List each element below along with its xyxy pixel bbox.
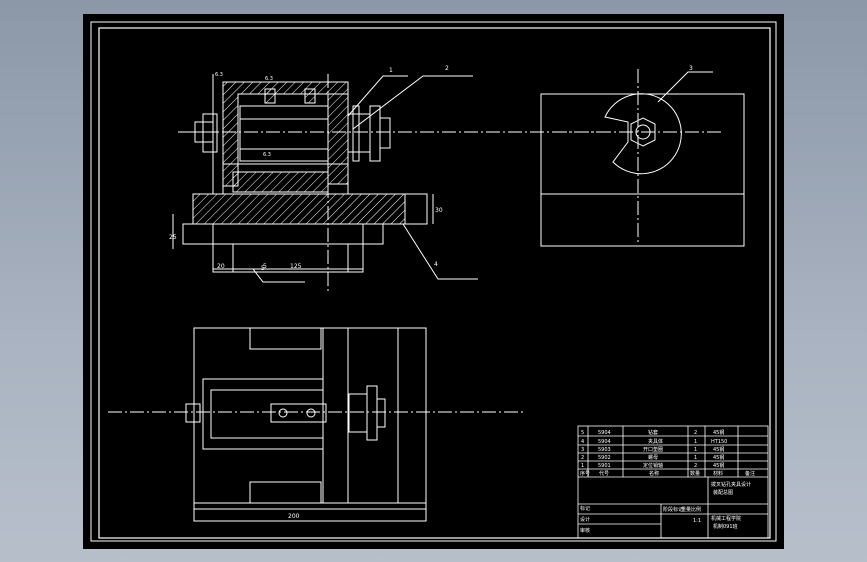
dimension-labels: 30 20 5 125 200 25	[169, 207, 443, 520]
bom-header-qty: 数量	[690, 470, 700, 477]
bom-header-note: 备注	[745, 470, 755, 477]
outer-border	[90, 21, 777, 542]
bom-row-1-name: 定位销轴	[643, 462, 663, 469]
side-view	[540, 69, 745, 247]
bom-header-material: 材料	[713, 470, 723, 477]
drawing-subtitle: 装配总图	[713, 489, 733, 496]
bom-header-no: 序号	[580, 470, 590, 477]
bom-row-3-code: 5903	[598, 447, 611, 453]
bom-row-5-material: 45钢	[713, 429, 724, 436]
callout-4: 4	[434, 261, 438, 268]
bom-text: 5 5904 钻套 2 45钢 4 5904 夹具体 1 HT150 3 590…	[580, 429, 755, 534]
bom-row-4-no: 4	[581, 439, 584, 445]
label-mark: 标记	[580, 505, 590, 512]
dim-125: 125	[290, 263, 302, 270]
bom-row-1-material: 45钢	[713, 462, 724, 469]
bom-row-4-code: 5904	[598, 439, 611, 445]
bom-row-4-qty: 1	[694, 439, 697, 445]
bom-row-1-code: 5901	[598, 463, 611, 469]
label-stage: 阶段标记	[663, 506, 683, 513]
bom-row-2-material: 45钢	[713, 454, 724, 461]
bom-row-1-qty: 2	[694, 463, 697, 469]
roughness-3: 6.3	[263, 152, 271, 158]
roughness-2: 6.3	[265, 76, 273, 82]
bom-row-3-name: 开口垫圈	[643, 446, 663, 453]
callout-1: 1	[389, 67, 393, 74]
bom-row-5-code: 5904	[598, 430, 611, 436]
bom-row-2-name: 螺母	[648, 454, 658, 461]
top-view	[108, 327, 523, 522]
scale-value: 1:1	[693, 518, 701, 524]
bom-table	[577, 425, 769, 539]
bom-row-5-qty: 2	[694, 430, 697, 436]
callout-3: 3	[689, 65, 693, 72]
bom-row-5-no: 5	[581, 430, 584, 436]
bom-row-2-code: 5902	[598, 455, 611, 461]
drawing-sheet: 1 2 3 4 5 30 20 5 125 200 25 6.3 6.3 6.3	[83, 14, 784, 549]
bom-header-code: 代号	[599, 470, 609, 477]
bom-row-2-no: 2	[581, 455, 584, 461]
school-name: 机械工程学院	[711, 515, 741, 522]
bom-row-1-no: 1	[581, 463, 584, 469]
bom-row-3-no: 3	[581, 447, 584, 453]
callout-labels: 1 2 3 4 5	[261, 65, 693, 272]
dim-30: 30	[435, 207, 443, 214]
dim-25: 25	[169, 234, 177, 241]
bom-row-2-qty: 1	[694, 455, 697, 461]
dim-20: 20	[217, 263, 225, 270]
callout-2: 2	[445, 65, 449, 72]
bom-row-5-name: 钻套	[648, 429, 658, 436]
inner-border	[98, 27, 771, 539]
label-scale: 比例	[691, 506, 701, 513]
roughness-marks: 6.3 6.3 6.3	[215, 72, 273, 158]
callout-5: 5	[261, 265, 265, 272]
front-view	[172, 74, 603, 294]
label-review: 审核	[580, 527, 590, 534]
label-weight: 重量	[681, 506, 691, 513]
drawing-title: 拨叉钻孔夹具设计	[711, 481, 751, 488]
dim-5: 5	[263, 263, 267, 270]
bom-row-4-material: HT150	[711, 439, 727, 445]
bom-row-3-material: 45钢	[713, 446, 724, 453]
dim-200: 200	[288, 513, 300, 520]
roughness-1: 6.3	[215, 72, 223, 78]
bom-header-name: 名称	[649, 470, 659, 477]
class-name: 机制091班	[713, 523, 738, 530]
bom-row-3-qty: 1	[694, 447, 697, 453]
cad-drawing: 1 2 3 4 5 30 20 5 125 200 25 6.3 6.3 6.3	[90, 21, 777, 542]
label-design: 设计	[580, 516, 590, 523]
bom-row-4-name: 夹具体	[648, 438, 663, 445]
